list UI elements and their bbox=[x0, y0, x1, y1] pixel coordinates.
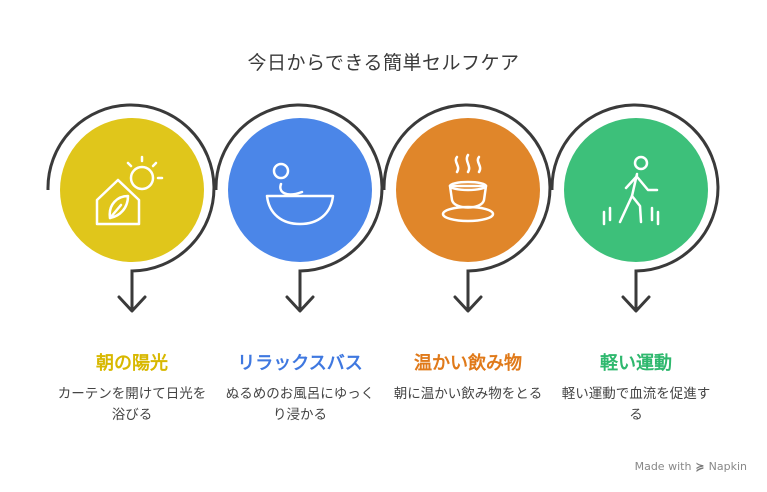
house-sun-icon bbox=[95, 155, 164, 226]
step-2-title: リラックスバス bbox=[237, 353, 363, 374]
step-2-graphic bbox=[214, 103, 384, 313]
step-4-graphic bbox=[550, 103, 720, 313]
step-1-circle bbox=[60, 118, 204, 262]
hot-drink-icon bbox=[441, 153, 495, 223]
step-1-arrowhead bbox=[117, 295, 147, 313]
napkin-logo-icon: ≽ bbox=[695, 460, 705, 473]
page-title: 今日からできる簡単セルフケア bbox=[247, 52, 520, 74]
step-1-arc bbox=[46, 103, 216, 310]
step-2-desc: ぬるめのお風呂にゆっくり浸かる bbox=[225, 386, 375, 423]
step-4-circle bbox=[564, 118, 708, 262]
step-2-arc bbox=[214, 103, 384, 310]
step-3-title: 温かい飲み物 bbox=[414, 353, 522, 374]
napkin-brand-label: Napkin bbox=[708, 460, 747, 473]
made-with-label: Made with bbox=[634, 460, 692, 473]
step-4-arrowhead bbox=[621, 295, 651, 313]
step-3-graphic bbox=[382, 103, 552, 313]
bath-icon bbox=[265, 162, 335, 226]
step-3-arrowhead bbox=[453, 295, 483, 313]
step-4-title: 軽い運動 bbox=[600, 353, 672, 374]
step-2-circle bbox=[228, 118, 372, 262]
step-4-desc: 軽い運動で血流を促進する bbox=[561, 386, 711, 423]
step-3-desc: 朝に温かい飲み物をとる bbox=[393, 386, 543, 402]
step-4-arc bbox=[550, 103, 720, 310]
step-3-arc bbox=[382, 103, 552, 310]
step-1-desc: カーテンを開けて日光を浴びる bbox=[57, 386, 207, 423]
step-1-title: 朝の陽光 bbox=[96, 353, 168, 374]
step-2-arrowhead bbox=[285, 295, 315, 313]
napkin-attribution[interactable]: Made with ≽ Napkin bbox=[635, 460, 747, 473]
walking-person-icon bbox=[602, 155, 660, 226]
step-1-graphic bbox=[46, 103, 216, 313]
